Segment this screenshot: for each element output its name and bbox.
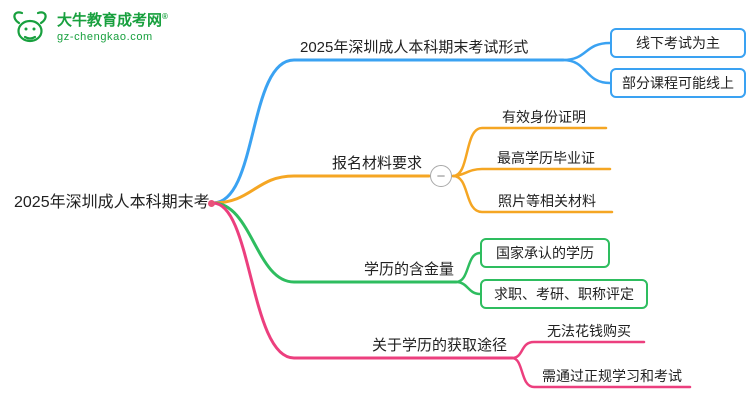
branch-value[interactable]: 学历的含金量 <box>364 261 455 278</box>
branch-exam-format-connectors <box>211 41 612 205</box>
site-logo: 大牛教育成考网® gz-chengkao.com <box>8 6 168 50</box>
branch-value-connectors <box>211 201 482 296</box>
branch-obtain[interactable]: 关于学历的获取途径 <box>372 337 508 354</box>
logo-url: gz-chengkao.com <box>57 31 153 44</box>
branch-materials[interactable]: 报名材料要求 <box>332 155 423 172</box>
root-connector-dot <box>208 200 215 207</box>
branch-obtain-connectors <box>211 201 692 389</box>
node-state-recognized[interactable]: 国家承认的学历 <box>480 238 610 268</box>
logo-title: 大牛教育成考网® <box>57 12 168 30</box>
collapse-button[interactable]: − <box>430 165 452 187</box>
root-node[interactable]: 2025年深圳成人本科期末考 <box>14 194 210 211</box>
node-online-courses[interactable]: 部分课程可能线上 <box>610 68 746 98</box>
branch-exam-format[interactable]: 2025年深圳成人本科期末考试形式 <box>300 39 529 56</box>
node-diploma[interactable]: 最高学历毕业证 <box>497 150 595 166</box>
registered-mark: ® <box>162 12 168 22</box>
node-career-uses-label: 求职、考研、职称评定 <box>494 286 634 302</box>
node-cannot-buy[interactable]: 无法花钱购买 <box>547 323 631 339</box>
bull-icon <box>13 11 47 43</box>
node-formal-study[interactable]: 需通过正规学习和考试 <box>542 368 682 384</box>
node-career-uses[interactable]: 求职、考研、职称评定 <box>480 279 648 309</box>
node-state-recognized-label: 国家承认的学历 <box>496 245 594 261</box>
node-photos[interactable]: 照片等相关材料 <box>498 193 596 209</box>
branch-materials-connectors <box>211 126 614 214</box>
node-online-courses-label: 部分课程可能线上 <box>622 75 734 91</box>
node-offline-exam[interactable]: 线下考试为主 <box>610 28 746 58</box>
node-offline-exam-label: 线下考试为主 <box>636 35 720 51</box>
node-id-proof[interactable]: 有效身份证明 <box>502 109 586 125</box>
